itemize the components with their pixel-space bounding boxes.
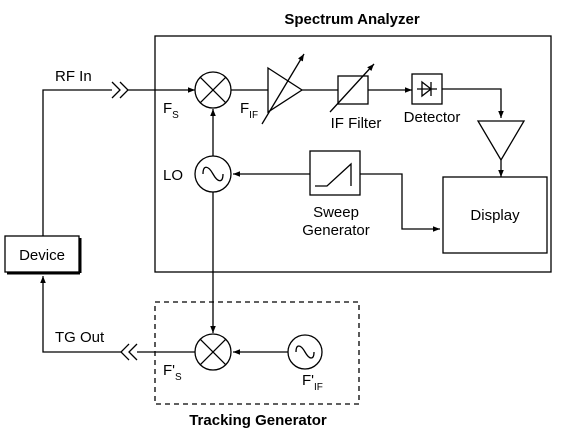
tg-out-to-device-wire	[40, 276, 121, 353]
fs-prime-label: F'S	[163, 362, 182, 383]
detector-label: Detector	[404, 109, 461, 126]
tg-out-connector	[120, 343, 138, 361]
sweep-generator-label-line1: Sweep	[313, 204, 359, 221]
fif-prime-label: F'IF	[302, 372, 323, 393]
video-amplifier-icon	[476, 120, 526, 162]
tg-mixer-icon	[194, 333, 232, 371]
fif-label: FIF	[240, 100, 258, 121]
fs-label: FS	[163, 100, 179, 121]
sweep-generator-label-line2: Generator	[302, 222, 370, 239]
if-filter-label: IF Filter	[331, 115, 382, 132]
tracking-generator-frame	[154, 301, 360, 405]
rf-in-wire	[42, 89, 112, 236]
if-amplifier-icon	[261, 53, 305, 125]
display-label: Display	[470, 207, 520, 224]
display-block	[442, 176, 548, 254]
tg-oscillator-icon	[287, 334, 323, 370]
tracking-generator-title: Tracking Generator	[189, 412, 327, 429]
device-label: Device	[19, 247, 65, 264]
mixer-icon	[194, 71, 232, 109]
rf-in-connector	[111, 81, 129, 99]
sweep-to-display-wire	[360, 173, 440, 232]
detector-icon	[411, 73, 443, 105]
lo-label: LO	[163, 167, 183, 184]
if-filter-icon	[329, 63, 375, 113]
tg-out-label: TG Out	[55, 329, 105, 346]
sweep-generator-icon	[309, 150, 361, 196]
detector-to-video-amp-wire	[442, 88, 504, 118]
rf-in-label: RF In	[55, 68, 92, 85]
spectrum-analyzer-frame	[154, 35, 552, 273]
lo-oscillator-icon	[194, 155, 232, 193]
spectrum-analyzer-title: Spectrum Analyzer	[284, 11, 419, 28]
